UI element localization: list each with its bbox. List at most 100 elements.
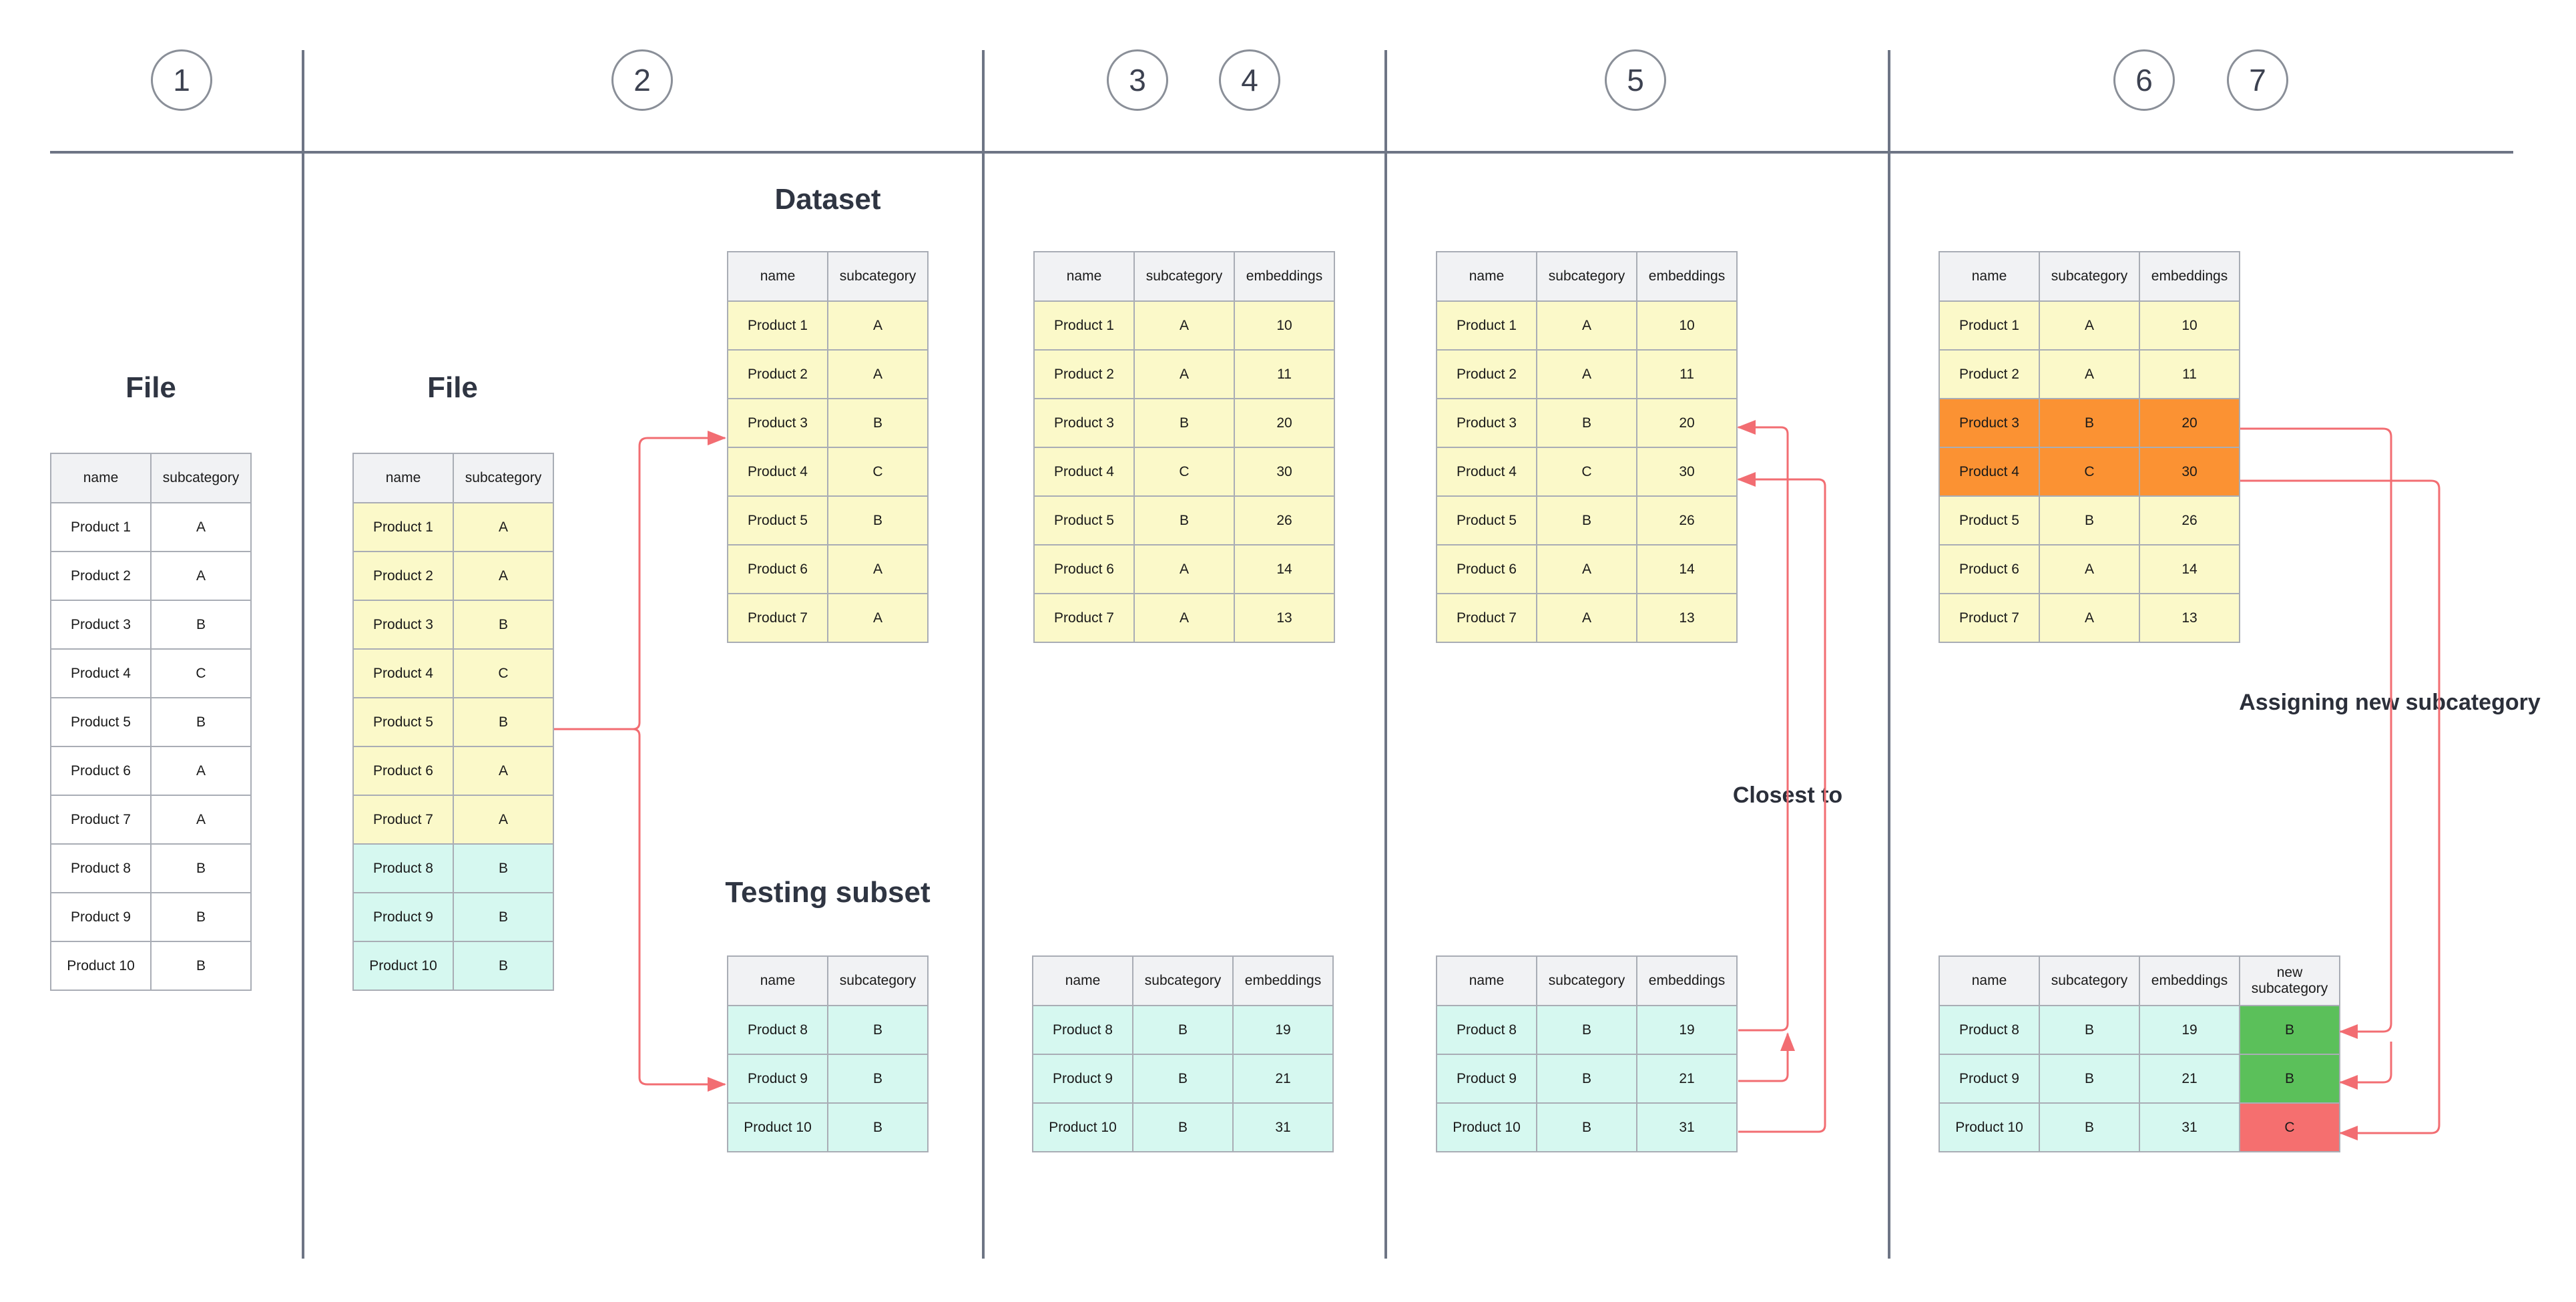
cell-embeddings: 19 xyxy=(1636,1005,1738,1055)
cell-name: Product 10 xyxy=(727,1102,828,1152)
cell-name: Product 1 xyxy=(1033,300,1135,351)
cell-subcategory: A xyxy=(1536,300,1637,351)
cell-subcategory: B xyxy=(1536,398,1637,448)
column-header-subcategory: subcategory xyxy=(453,453,554,503)
column-header-subcategory: subcategory xyxy=(2039,955,2140,1006)
cell-embeddings: 14 xyxy=(1234,544,1335,594)
column-header-embeddings: embeddings xyxy=(1234,251,1335,302)
cell-subcategory: A xyxy=(1133,544,1235,594)
cell-embeddings: 19 xyxy=(1232,1005,1334,1055)
step-7-circle: 7 xyxy=(2227,49,2288,111)
cell-embeddings: 11 xyxy=(1636,349,1738,399)
step-4-circle: 4 xyxy=(1219,49,1280,111)
cell-subcategory: A xyxy=(453,551,554,601)
cell-name: Product 8 xyxy=(352,843,454,893)
cell-subcategory: B xyxy=(827,1054,929,1104)
cell-name: Product 6 xyxy=(1033,544,1135,594)
cell-name: Product 2 xyxy=(1033,349,1135,399)
cell-name: Product 10 xyxy=(50,941,152,991)
cell-subcategory: B xyxy=(1536,495,1637,546)
cell-subcategory: B xyxy=(453,697,554,747)
cell-name: Product 4 xyxy=(50,648,152,698)
cell-name: Product 2 xyxy=(352,551,454,601)
cell-embeddings: 30 xyxy=(1636,447,1738,497)
column-header-name: name xyxy=(1033,251,1135,302)
cell-name: Product 5 xyxy=(1939,495,2040,546)
split-arrow-to-testing xyxy=(554,728,726,1092)
cell-subcategory: B xyxy=(1133,495,1235,546)
cell-subcategory: B xyxy=(1132,1102,1234,1152)
cell-name: Product 2 xyxy=(1436,349,1537,399)
cell-name: Product 7 xyxy=(352,795,454,845)
closest-arrow-product-9 xyxy=(1738,1032,1795,1082)
cell-subcategory: C xyxy=(150,648,252,698)
cell-subcategory: B xyxy=(1536,1054,1637,1104)
header-divider xyxy=(50,151,2513,154)
cell-name: Product 5 xyxy=(1436,495,1537,546)
cell-subcategory: B xyxy=(2039,1005,2140,1055)
cell-name: Product 9 xyxy=(1939,1054,2040,1104)
cell-name: Product 3 xyxy=(1939,398,2040,448)
cell-subcategory: A xyxy=(150,795,252,845)
cell-name: Product 5 xyxy=(1033,495,1135,546)
cell-name: Product 1 xyxy=(727,300,828,351)
cell-name: Product 6 xyxy=(50,746,152,796)
cell-subcategory: B xyxy=(150,697,252,747)
cell-name: Product 3 xyxy=(1436,398,1537,448)
cell-name: Product 8 xyxy=(50,843,152,893)
column-header-name: name xyxy=(50,453,152,503)
column-header-name: name xyxy=(727,955,828,1006)
column-header-name: name xyxy=(1939,251,2040,302)
cell-embeddings: 19 xyxy=(2139,1005,2240,1055)
cell-embeddings: 20 xyxy=(2139,398,2240,448)
cell-subcategory: C xyxy=(2039,447,2140,497)
cell-name: Product 1 xyxy=(1436,300,1537,351)
cell-subcategory: A xyxy=(150,746,252,796)
cell-subcategory: A xyxy=(2039,544,2140,594)
cell-subcategory: B xyxy=(2039,1102,2140,1152)
cell-subcategory: A xyxy=(1133,593,1235,643)
cell-embeddings: 21 xyxy=(1636,1054,1738,1104)
testing-subset-heading: Testing subset xyxy=(725,876,931,909)
cell-name: Product 2 xyxy=(1939,349,2040,399)
